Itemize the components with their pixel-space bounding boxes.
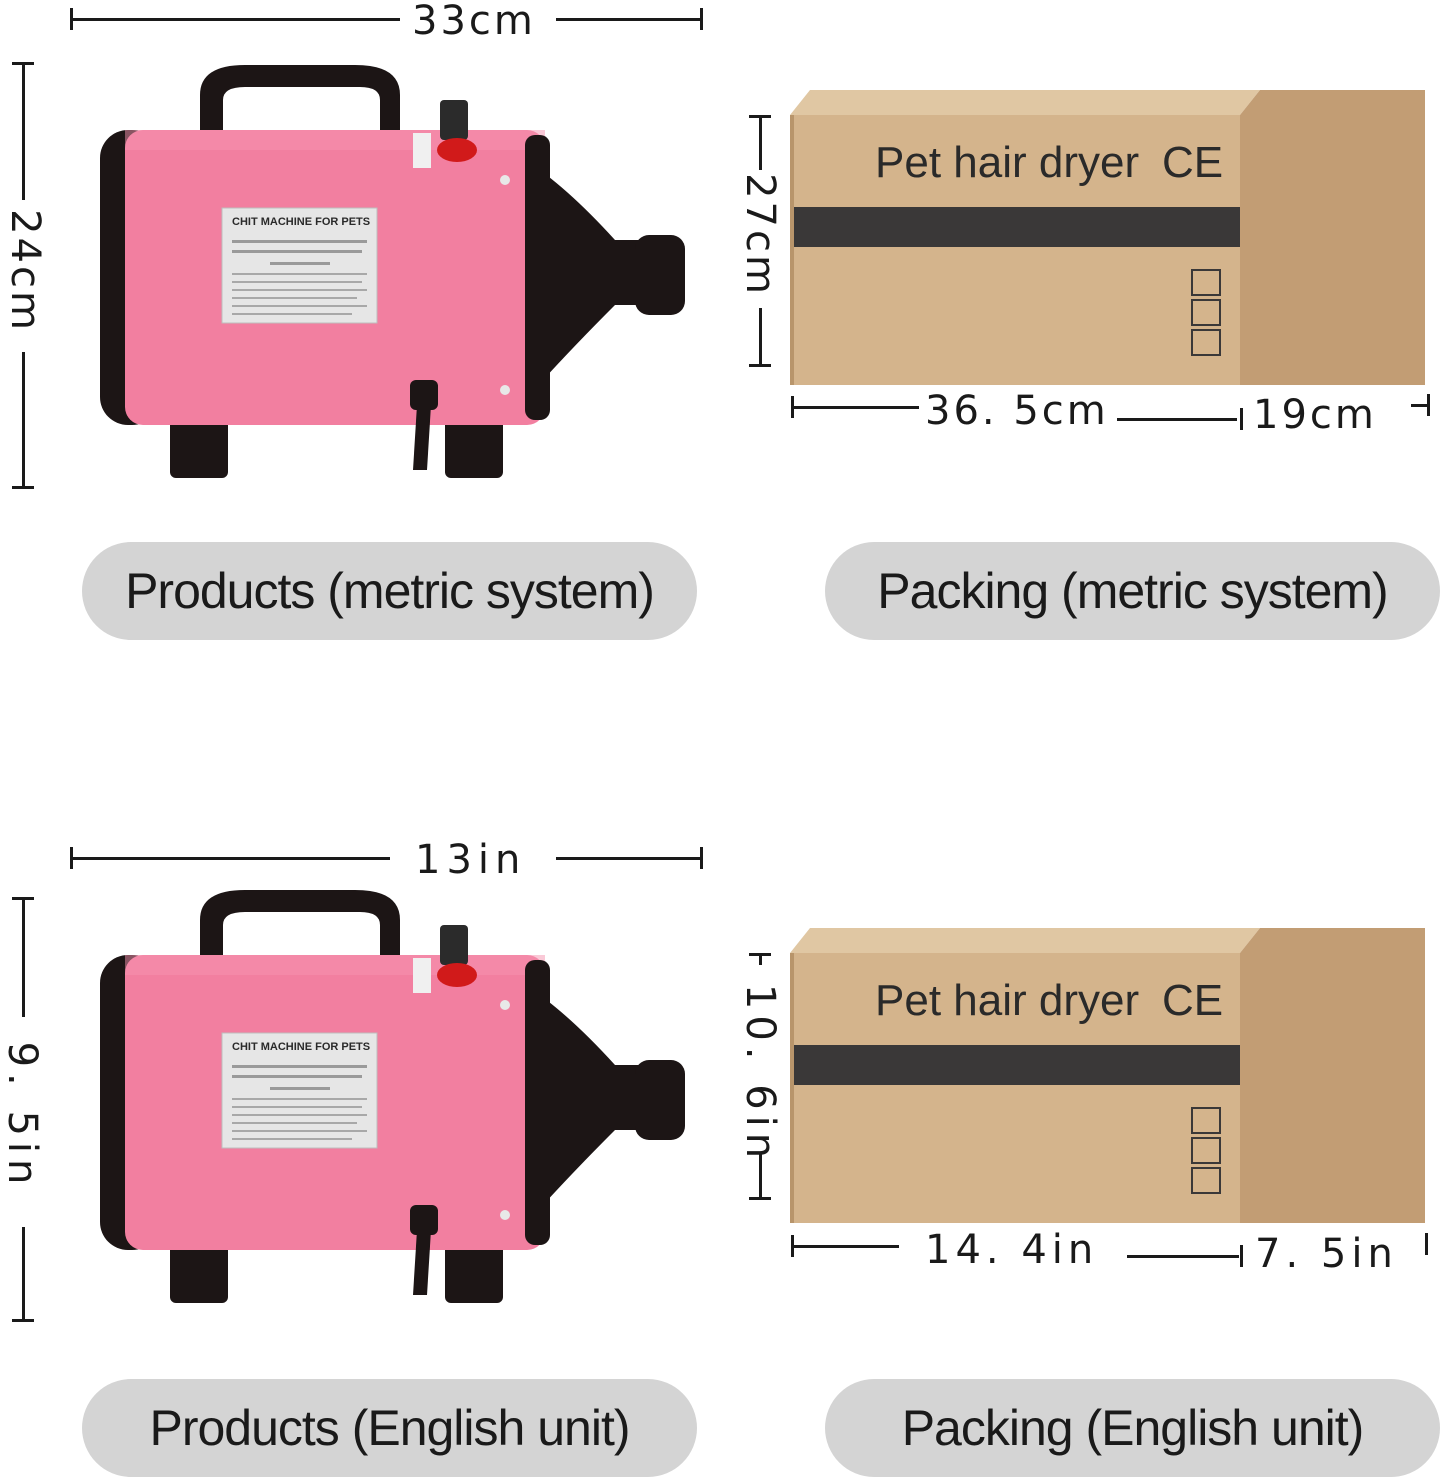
device-label-text: CHIT MACHINE FOR PETS (232, 216, 370, 228)
box-length-line-right-in (1127, 1255, 1239, 1258)
packing-depth-label-in: 7. 5in (1255, 1231, 1398, 1277)
packing-depth-label: 19cm (1253, 392, 1377, 438)
ce-mark-in: CE (1162, 976, 1223, 1025)
dryer-illustration: CHIT MACHINE FOR PETS (100, 65, 685, 478)
ce-mark: CE (1162, 138, 1223, 187)
packing-english-panel: 10. 6in Pet hair dryer CE 14. 4in 7. 5in… (725, 835, 1445, 1482)
product-metric-caption: Products (metric system) (82, 542, 697, 640)
packing-metric-caption: Packing (metric system) (825, 542, 1440, 640)
height-line-bottom (22, 352, 25, 488)
height-line-top-in (22, 897, 25, 1017)
box-height-line-bottom-in (759, 1153, 762, 1199)
box-length-line-right (1117, 418, 1237, 421)
dryer-illustration-in: CHIT MACHINE FOR PETS (100, 890, 685, 1303)
box-depth-tick-left-in (1240, 1245, 1243, 1267)
height-tick-bottom-in (12, 1319, 34, 1322)
product-english-caption: Products (English unit) (82, 1379, 697, 1477)
width-tick-right (700, 8, 703, 30)
packing-metric-panel: 27cm Pet hair dryer CE 36. 5cm 19cm Pack… (725, 0, 1445, 660)
packing-length-label-in: 14. 4in (925, 1227, 1099, 1273)
box-height-line-top (759, 115, 762, 170)
box-printed-text-in: Pet hair dryer (875, 976, 1139, 1025)
shipping-box-illustration: Pet hair dryer CE (790, 90, 1425, 385)
box-height-tick-bottom (749, 364, 771, 367)
height-line-top (22, 62, 25, 200)
box-height-tick-bottom-in (749, 1197, 771, 1200)
box-depth-tick-right-in (1425, 1233, 1428, 1255)
width-line-right (556, 18, 702, 21)
packing-height-label-in: 10. 6in (737, 983, 783, 1165)
product-width-label-in: 13in (415, 837, 527, 883)
height-tick-bottom (12, 486, 34, 489)
box-printed-text: Pet hair dryer (875, 138, 1139, 187)
product-width-label: 33cm (412, 0, 536, 44)
product-english-panel: 13in 9. 5in CHIT MACHINE FOR PETS P (0, 835, 720, 1482)
shipping-box-illustration-in: Pet hair dryer CE (790, 928, 1425, 1223)
width-line-right-in (556, 857, 702, 860)
product-height-label-in: 9. 5in (0, 1041, 45, 1191)
box-length-line-left (791, 406, 919, 409)
product-metric-panel: 33cm 24cm CHIT MACHINE FOR PETS (0, 0, 720, 660)
width-tick-right-in (700, 847, 703, 869)
box-depth-tick-left (1240, 408, 1243, 430)
box-height-line-bottom (759, 308, 762, 366)
width-line-left (70, 18, 400, 21)
width-line-left-in (70, 857, 390, 860)
box-depth-line-right (1411, 404, 1429, 407)
device-label-text-in: CHIT MACHINE FOR PETS (232, 1041, 370, 1053)
box-length-line-left-in (791, 1245, 899, 1248)
box-height-line-top-in (759, 953, 762, 965)
box-depth-tick-right (1427, 394, 1430, 416)
packing-length-label: 36. 5cm (925, 388, 1109, 434)
packing-height-label: 27cm (737, 173, 783, 297)
height-line-bottom-in (22, 1227, 25, 1321)
packing-english-caption: Packing (English unit) (825, 1379, 1440, 1477)
product-height-label: 24cm (2, 209, 48, 333)
